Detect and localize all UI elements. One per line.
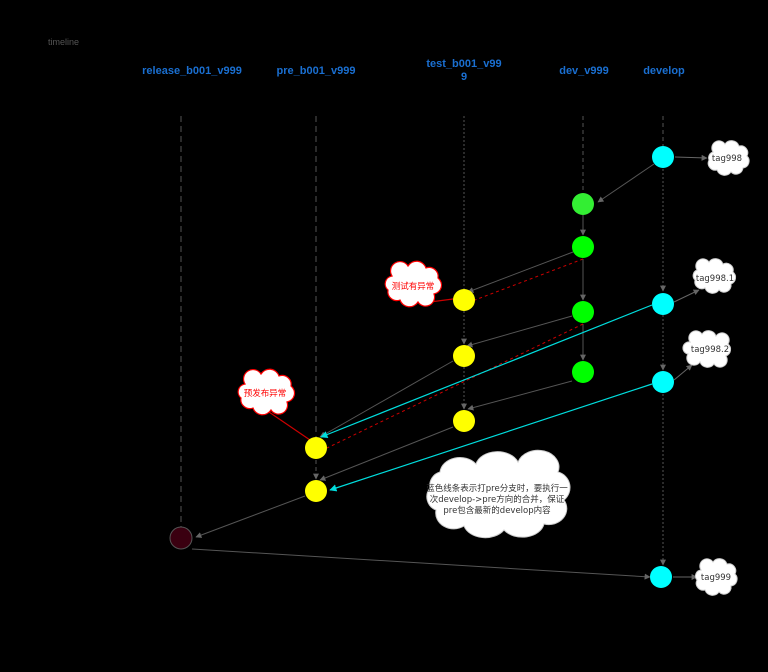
merge-develop-to-dev [597, 163, 655, 203]
lane-header-develop: develop [643, 65, 685, 77]
lane-header-dev: dev_v999 [559, 65, 609, 77]
merge-test-to-pre-1 [319, 360, 454, 438]
develop-node-3[interactable] [652, 371, 674, 393]
pre-node-1[interactable] [305, 437, 327, 459]
tag-cloud-tag999: tag999 [694, 558, 738, 596]
lane-header-pre: pre_b001_v999 [277, 65, 356, 77]
test-node-2[interactable] [453, 345, 475, 367]
merge-dev-to-test-2 [466, 315, 573, 348]
test-node-3[interactable] [453, 410, 475, 432]
tag-arrow-tag998-1 [673, 289, 700, 303]
cyan-merge-develop-to-pre-2 [329, 383, 653, 492]
develop-node-1[interactable] [652, 146, 674, 168]
tag-label-tag998-1: tag998.1 [696, 274, 734, 284]
note-explanation-line2: 次develop->pre方向的合并，保证 [430, 494, 565, 505]
tag-cloud-tag998-1: tag998.1 [692, 258, 737, 294]
dev-node-3[interactable] [572, 301, 594, 323]
error-callout-pre [265, 409, 311, 441]
note-pre-error: 预发布异常 [244, 388, 287, 399]
note-cloud-explanation: 蓝色线条表示打pre分支时，要执行一 次develop->pre方向的合并，保证… [426, 449, 571, 539]
error-line-pre [326, 323, 584, 449]
merge-dev-to-test-1 [467, 251, 574, 293]
develop-node-4[interactable] [650, 566, 672, 588]
merge-pre-to-release [195, 495, 306, 538]
merge-release-to-develop [191, 548, 651, 580]
pre-node-2[interactable] [305, 480, 327, 502]
tag-label-tag998-2: tag998.2 [691, 345, 729, 355]
tag-label-tag999: tag999 [701, 573, 731, 583]
tag-label-tag998: tag998 [712, 154, 742, 164]
note-explanation-line3: pre包含最新的develop内容 [443, 505, 551, 516]
lane-header-test: test_b001_v99 [426, 58, 501, 70]
merge-dev-to-test-3 [467, 380, 573, 411]
tag-arrow-tag998-2 [673, 364, 693, 381]
dev-node-4[interactable] [572, 361, 594, 383]
lane-header-release: release_b001_v999 [142, 65, 242, 77]
tag-cloud-tag998: tag998 [707, 140, 750, 176]
dev-node-2[interactable] [572, 236, 594, 258]
note-explanation-line1: 蓝色线条表示打pre分支时，要执行一 [426, 483, 568, 494]
test-node-1[interactable] [453, 289, 475, 311]
error-line-test [474, 258, 584, 301]
diagram-label: timeline [48, 37, 80, 47]
note-test-error: 测试有异常 [392, 281, 435, 292]
tag-cloud-tag998-2: tag998.2 [682, 330, 732, 368]
tag-arrow-tag998 [674, 154, 708, 161]
note-cloud-pre-error: 预发布异常 [237, 368, 296, 416]
merge-test-to-pre-2 [319, 426, 454, 481]
cyan-merge-develop-to-pre-1 [320, 304, 653, 438]
note-cloud-test-error: 测试有异常 [384, 260, 443, 308]
release-node-1[interactable] [169, 526, 193, 550]
develop-node-2[interactable] [652, 293, 674, 315]
lane-header-test-line2: 9 [461, 71, 467, 83]
dev-node-1[interactable] [572, 193, 594, 215]
